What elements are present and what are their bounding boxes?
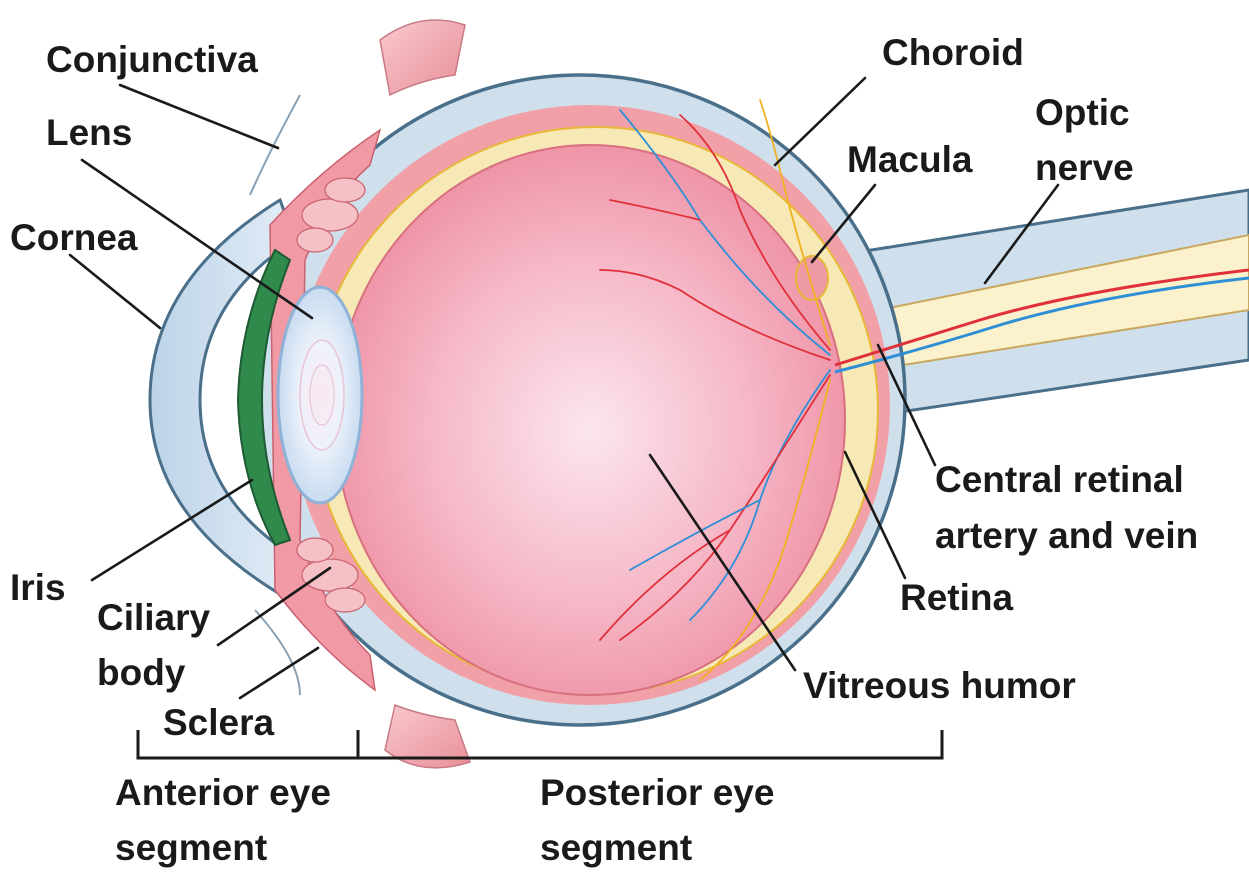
label-posterior-2: segment — [540, 827, 692, 868]
superior-muscle — [380, 20, 465, 95]
label-central-2: artery and vein — [935, 515, 1198, 556]
leader-conjunctiva — [120, 85, 278, 148]
label-iris: Iris — [10, 567, 66, 608]
label-conjunctiva: Conjunctiva — [46, 39, 258, 80]
label-anterior-2: segment — [115, 827, 267, 868]
label-macula: Macula — [847, 139, 973, 180]
label-optic-2: nerve — [1035, 147, 1134, 188]
label-optic-1: Optic — [1035, 92, 1130, 133]
label-retina: Retina — [900, 577, 1014, 618]
leader-sclera — [240, 648, 318, 698]
lens-shape — [278, 287, 362, 503]
label-choroid: Choroid — [882, 32, 1024, 73]
label-sclera: Sclera — [163, 702, 275, 743]
label-central-1: Central retinal — [935, 459, 1184, 500]
label-ciliary-1: Ciliary — [97, 597, 211, 638]
leader-cornea — [70, 255, 160, 328]
label-posterior-1: Posterior eye — [540, 772, 774, 813]
vitreous-shape — [335, 145, 845, 695]
label-lens: Lens — [46, 112, 132, 153]
label-cornea: Cornea — [10, 217, 138, 258]
label-ciliary-2: body — [97, 652, 186, 693]
label-vitreous: Vitreous humor — [803, 665, 1076, 706]
label-anterior-1: Anterior eye — [115, 772, 331, 813]
